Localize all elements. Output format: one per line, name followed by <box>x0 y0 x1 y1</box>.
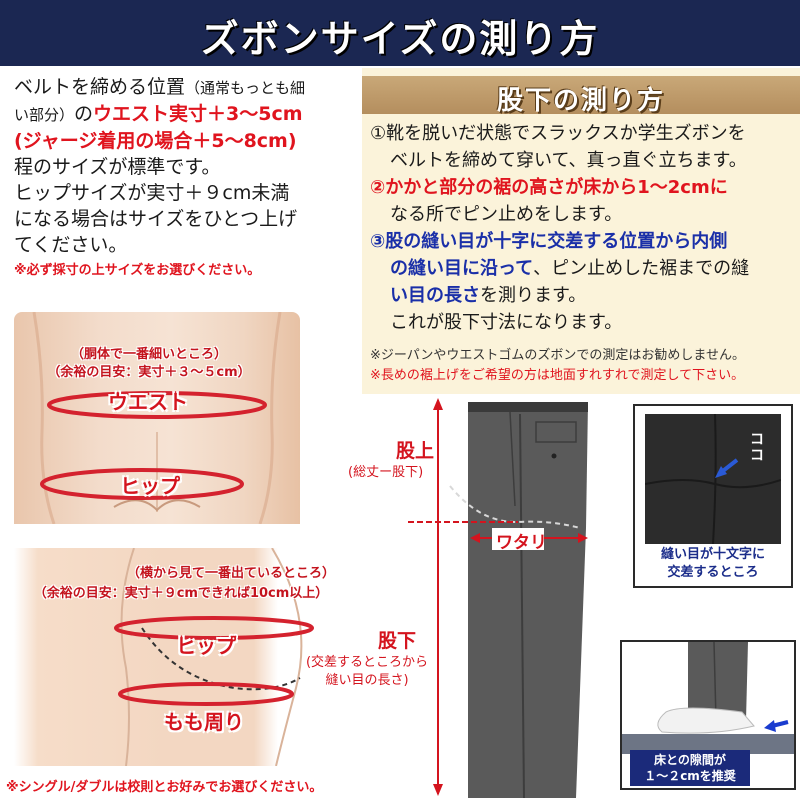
intro-line4: 程のサイズが標準です。 <box>14 156 221 178</box>
intro-line1-small: （通常もっとも細 <box>185 79 306 97</box>
step3-line3-blue: い目の長さ <box>390 285 480 306</box>
intro-line1: ベルトを締める位置 <box>14 76 186 98</box>
inseam-notes: ※ジーパンやウエストゴムのズボンでの測定はお勧めしません。 ※長めの裾上げをご希… <box>370 346 800 386</box>
hem-caption: 床との隙間が １～２cmを推奨 <box>630 750 750 786</box>
hem-illustration <box>622 642 794 754</box>
step2-num: ② <box>370 177 386 198</box>
step2-line2: なる所でピン止めをします。 <box>390 204 623 225</box>
hem-caption1: 床との隙間が <box>654 753 726 767</box>
inseam-title: 股下の測り方 <box>496 86 665 116</box>
hem-inset: 床との隙間が １～２cmを推奨 <box>620 640 796 790</box>
koko-label: ココ <box>750 432 764 464</box>
waist-note-allowance: （余裕の目安：実寸＋３～５cm） <box>47 365 251 380</box>
header-banner <box>0 0 800 66</box>
crotch-caption: 縫い目が十文字に 交差するところ <box>635 546 791 582</box>
leg-note-allowance: （余裕の目安：実寸＋９cmできれば10cm以上） <box>33 586 329 601</box>
waist-label: ウエスト <box>108 390 188 414</box>
step3-line2: 、ピン止めした裾までの縫 <box>533 258 750 279</box>
intro-note: ※必ず採寸の上サイズをお選びください。 <box>14 263 261 278</box>
leg-photo <box>14 548 314 766</box>
inseam-steps: ①靴を脱いだ状態でスラックスか学生ズボンを ベルトを締めて穿いて、真っ直ぐ立ちま… <box>370 120 800 336</box>
intro-jersey-rule: (ジャージ着用の場合＋5～8cm) <box>14 130 297 152</box>
pants-diagram <box>408 398 588 799</box>
step3-line4: これが股下寸法になります。 <box>390 312 623 333</box>
bottom-note: ※シングル/ダブルは校則とお好みでお選びください。 <box>6 780 323 795</box>
crotch-photo: ココ <box>644 413 782 545</box>
rise-label: 股上 <box>396 440 435 462</box>
crotch-caption1: 縫い目が十文字に <box>660 547 765 562</box>
page-title: ズボンサイズの測り方 <box>200 17 600 61</box>
rise-sub: (総丈ー股下) <box>348 465 424 480</box>
crotch-inset: ココ 縫い目が十文字に 交差するところ <box>633 404 793 588</box>
inseam-title-bar <box>362 76 800 114</box>
step2-line1: かかと部分の裾の高さが床から1～2cmに <box>385 177 728 198</box>
step3-num: ③ <box>370 231 386 252</box>
hip-label-leg: ヒップ <box>176 634 236 658</box>
step3-line2-blue: の縫い目に沿って <box>390 258 534 279</box>
step1-line2: ベルトを締めて穿いて、真っ直ぐ立ちます。 <box>390 150 747 171</box>
step3-line3: を測ります。 <box>480 285 587 306</box>
inseam-label: 股下 <box>378 630 417 652</box>
crotch-caption2: 交差するところ <box>667 565 759 580</box>
intro-waist-rule: ウエスト実寸＋3～5cm <box>93 103 303 125</box>
waist-note-narrowest: （胴体で一番細いところ） <box>70 347 227 362</box>
inseam-sub1: (交差するところから <box>305 655 429 670</box>
inseam-panel <box>362 68 800 394</box>
torso-photo <box>14 312 300 524</box>
inseam-sub2: 縫い目の長さ) <box>325 673 409 688</box>
intro-line7: てください。 <box>14 234 128 256</box>
hip-label-torso: ヒップ <box>120 474 180 498</box>
inseam-note1: ※ジーパンやウエストゴムのズボンでの測定はお勧めしません。 <box>370 348 746 363</box>
intro-line2: の <box>74 103 94 125</box>
intro-line6: になる場合はサイズをひとつ上げ <box>14 208 298 230</box>
watari-label: ワタリ <box>496 533 547 553</box>
inseam-note2: ※長めの裾上げをご希望の方は地面すれすれで測定して下さい。 <box>370 368 745 383</box>
leg-outline <box>114 548 314 766</box>
torso-shading <box>32 312 282 524</box>
leg-note-widest: （横から見て一番出ているところ） <box>126 566 335 581</box>
waist-intro: ベルトを締める位置（通常もっとも細 い部分）のウエスト実寸＋3～5cm (ジャー… <box>14 74 354 284</box>
step3-line1: 股の縫い目が十字に交差する位置から内側 <box>385 231 728 252</box>
hem-caption2: １～２cmを推奨 <box>644 769 736 783</box>
thigh-label: もも周り <box>164 710 244 734</box>
crotch-seams <box>644 413 782 545</box>
intro-line5: ヒップサイズが実寸＋９cm未満 <box>14 182 290 204</box>
intro-line2-small: い部分） <box>14 106 75 124</box>
step1-line1: ①靴を脱いだ状態でスラックスか学生ズボンを <box>370 123 746 144</box>
